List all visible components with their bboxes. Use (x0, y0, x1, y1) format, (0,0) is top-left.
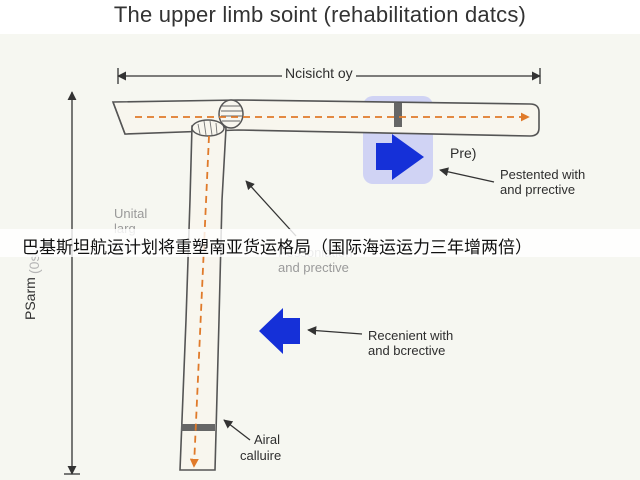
horizontal-bone-band (394, 103, 402, 127)
airal-label-line2: calluire (240, 448, 282, 463)
pestented-label-line1: Pestented with (500, 167, 586, 182)
recenient-label-line2: and bcrective (368, 343, 446, 358)
pestented-label-line2: and prrective (500, 182, 576, 197)
vertical-bone-band (181, 424, 215, 431)
pessoniation-label-line2: and prective (278, 260, 349, 275)
vertical-axis-label: PSarm (22, 277, 38, 320)
leader-airal (223, 419, 251, 441)
pre-label: Pre) (450, 145, 477, 161)
arrow-left-icon (259, 308, 300, 354)
unital-label-line1: Unital (114, 206, 148, 221)
vertical-bone (179, 119, 227, 471)
leader-pessoniation (245, 180, 297, 237)
caption-overlay (0, 229, 640, 257)
caption-text: 巴基斯坦航运计划将重塑南亚货运格局（国际海运运力三年增两倍） (22, 238, 532, 258)
joint-knob (218, 99, 244, 129)
recenient-label-line1: Recenient with (368, 328, 454, 343)
leader-recenient (307, 326, 363, 336)
arrow-right-icon (376, 134, 424, 180)
title-band (0, 0, 640, 34)
airal-label-line1: Airal (254, 432, 281, 447)
vertical-dimension-line (64, 91, 80, 475)
leader-pestented (439, 167, 495, 183)
top-dimension-label: Ncisicht oy (282, 66, 356, 81)
diagram-title: The upper limb soint (rehabilitation dat… (113, 2, 527, 27)
horizontal-bone (111, 99, 540, 137)
